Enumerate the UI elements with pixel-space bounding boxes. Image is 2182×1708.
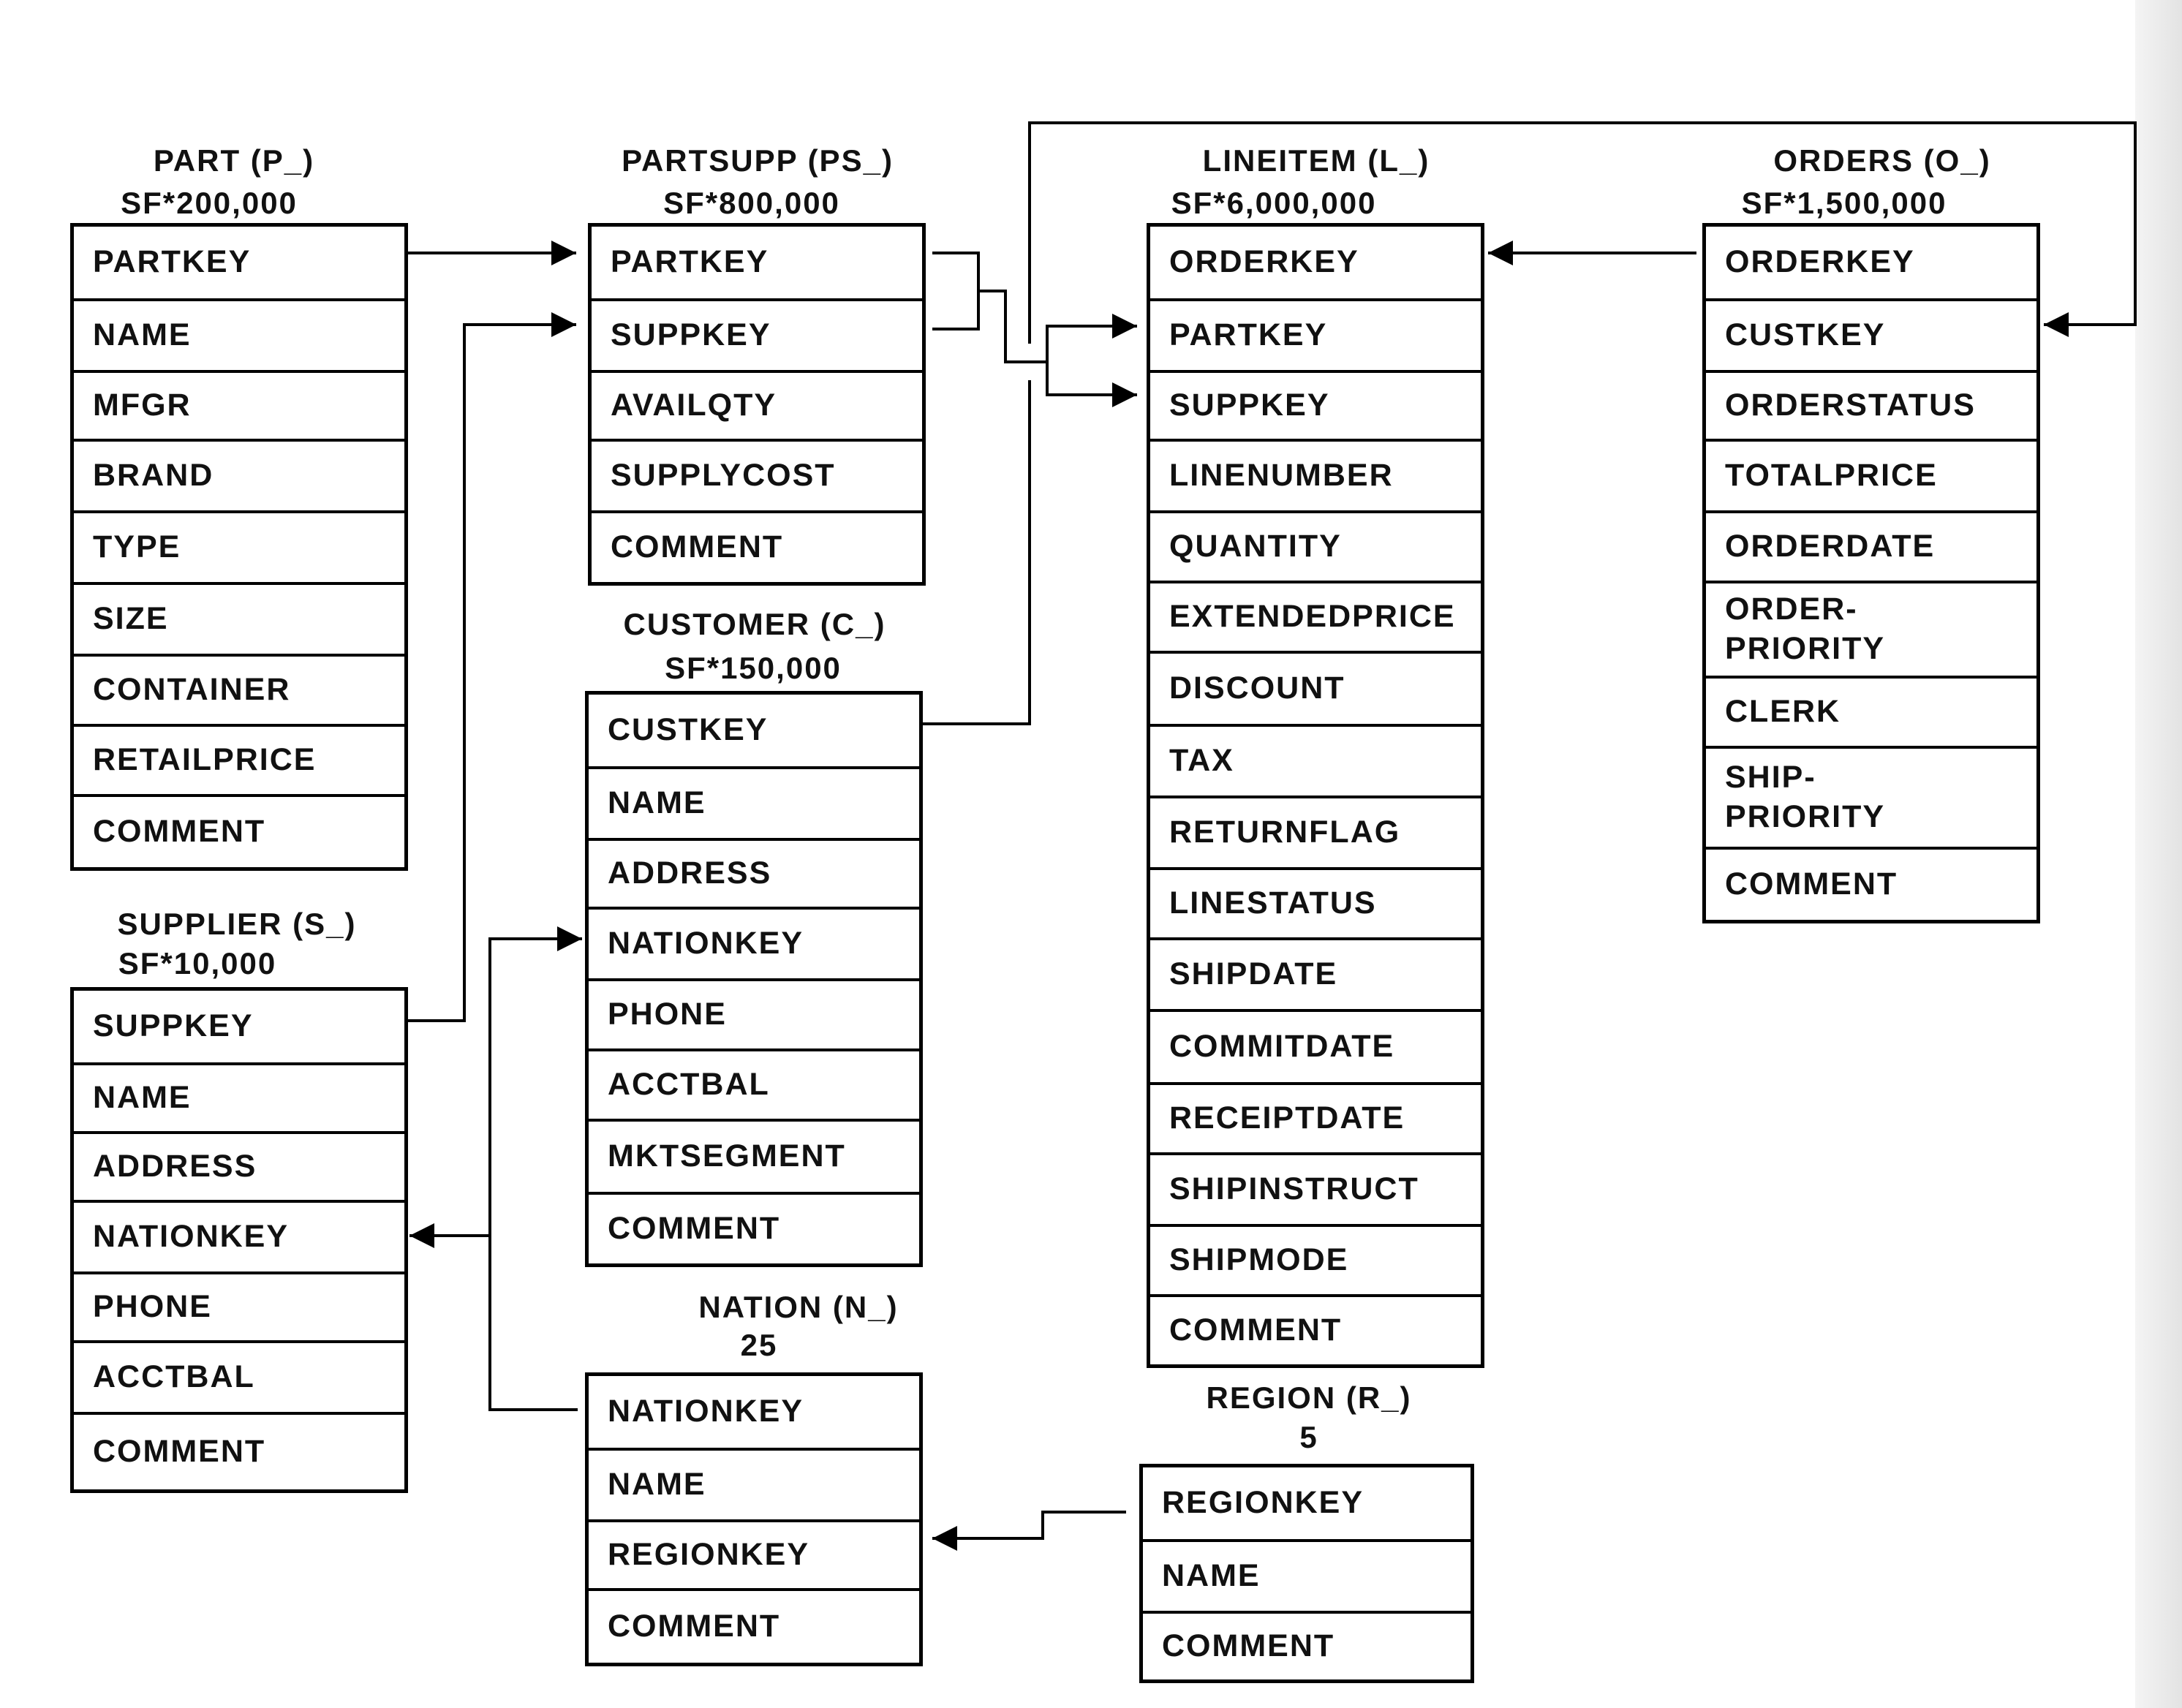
partsupp-column-comment: COMMENT (592, 510, 922, 582)
supplier-column-address: ADDRESS (74, 1131, 404, 1200)
region-column-regionkey: REGIONKEY (1162, 1485, 1364, 1521)
supplier-column-suppkey: SUPPKEY (93, 1008, 254, 1044)
lineitem-column-suppkey: SUPPKEY (1150, 370, 1481, 439)
supplier-column-comment: COMMENT (74, 1412, 404, 1489)
region-table-name: REGION (R_) (1206, 1380, 1412, 1415)
customer-column-address: ADDRESS (589, 838, 919, 907)
orders-column-orderkey: ORDERKEY (1725, 244, 1915, 280)
lineitem-column-quantity: QUANTITY (1150, 510, 1481, 581)
nation-column-name: NAME (589, 1448, 919, 1519)
partsupp-table-cardinality: SF*800,000 (663, 186, 840, 220)
part-column-container: CONTAINER (74, 654, 404, 724)
lineitem-table-cardinality: SF*6,000,000 (1171, 186, 1377, 220)
region-column-comment: COMMENT (1143, 1611, 1471, 1679)
customer-table-cardinality: SF*150,000 (665, 651, 842, 685)
part-column-brand: BRAND (74, 439, 404, 510)
lineitem-column-partkey: PARTKEY (1150, 298, 1481, 370)
supplier-column-acctbal: ACCTBAL (74, 1340, 404, 1412)
customer-column-nationkey: NATIONKEY (589, 907, 919, 978)
orders-column-orderdate: ORDERDATE (1706, 510, 2036, 581)
nation-column-regionkey: REGIONKEY (589, 1519, 919, 1588)
partsupp-column-availqty: AVAILQTY (592, 370, 922, 439)
part-column-partkey: PARTKEY (93, 244, 252, 280)
supplier-column-nationkey: NATIONKEY (74, 1200, 404, 1271)
supplier-column-name: NAME (74, 1062, 404, 1131)
orders-column-totalprice: TOTALPRICE (1706, 439, 2036, 510)
orders-table-cardinality: SF*1,500,000 (1741, 186, 1947, 220)
lineitem-column-commitdate: COMMITDATE (1150, 1009, 1481, 1082)
region-column-name: NAME (1143, 1539, 1471, 1611)
lineitem-column-shipmode: SHIPMODE (1150, 1224, 1481, 1294)
lineitem-column-comment: COMMENT (1150, 1294, 1481, 1364)
scrollbar-gutter (2135, 0, 2182, 1708)
lineitem-column-discount: DISCOUNT (1150, 651, 1481, 724)
lineitem-column-tax: TAX (1150, 724, 1481, 796)
orders-column-orderstatus: ORDERSTATUS (1706, 370, 2036, 439)
partsupp-table-name: PARTSUPP (PS_) (622, 143, 894, 178)
nation-column-nationkey: NATIONKEY (608, 1394, 804, 1429)
lineitem-column-orderkey: ORDERKEY (1169, 244, 1359, 280)
supplier-table-cardinality: SF*10,000 (118, 946, 277, 980)
supplier-table-name: SUPPLIER (S_) (117, 907, 357, 941)
part-column-comment: COMMENT (74, 794, 404, 867)
lineitem-column-returnflag: RETURNFLAG (1150, 796, 1481, 867)
lineitem-column-shipdate: SHIPDATE (1150, 937, 1481, 1009)
part-column-size: SIZE (74, 582, 404, 654)
lineitem-column-linenumber: LINENUMBER (1150, 439, 1481, 510)
lineitem-column-extendedprice: EXTENDEDPRICE (1150, 581, 1481, 651)
customer-column-acctbal: ACCTBAL (589, 1048, 919, 1119)
customer-column-name: NAME (589, 766, 919, 838)
lineitem-column-receiptdate: RECEIPTDATE (1150, 1082, 1481, 1152)
part-table-name: PART (P_) (153, 143, 315, 178)
orders-column-comment: COMMENT (1706, 847, 2036, 920)
customer-column-phone: PHONE (589, 978, 919, 1048)
part-table-cardinality: SF*200,000 (121, 186, 298, 220)
customer-column-comment: COMMENT (589, 1192, 919, 1263)
part-column-retailprice: RETAILPRICE (74, 724, 404, 794)
customer-column-mktsegment: MKTSEGMENT (589, 1119, 919, 1192)
nation-column-comment: COMMENT (589, 1588, 919, 1663)
orders-column-orderpriority: ORDER- PRIORITY (1706, 581, 2036, 676)
lineitem-column-linestatus: LINESTATUS (1150, 867, 1481, 937)
supplier-column-phone: PHONE (74, 1271, 404, 1340)
part-column-type: TYPE (74, 510, 404, 582)
nation-table-name: NATION (N_) (698, 1290, 899, 1324)
partsupp-column-supplycost: SUPPLYCOST (592, 439, 922, 510)
orders-column-custkey: CUSTKEY (1706, 298, 2036, 370)
orders-column-shippriority: SHIP- PRIORITY (1706, 746, 2036, 847)
orders-table-name: ORDERS (O_) (1773, 143, 1991, 178)
orders-column-clerk: CLERK (1706, 676, 2036, 746)
lineitem-column-shipinstruct: SHIPINSTRUCT (1150, 1152, 1481, 1224)
customer-table-name: CUSTOMER (C_) (623, 607, 886, 641)
region-table-cardinality: 5 (1299, 1420, 1318, 1454)
nation-table-cardinality: 25 (740, 1328, 778, 1362)
part-column-name: NAME (74, 298, 404, 370)
customer-column-custkey: CUSTKEY (608, 712, 769, 748)
partsupp-column-suppkey: SUPPKEY (592, 298, 922, 370)
partsupp-column-partkey: PARTKEY (611, 244, 769, 280)
lineitem-table-name: LINEITEM (L_) (1202, 143, 1430, 178)
part-column-mfgr: MFGR (74, 370, 404, 439)
